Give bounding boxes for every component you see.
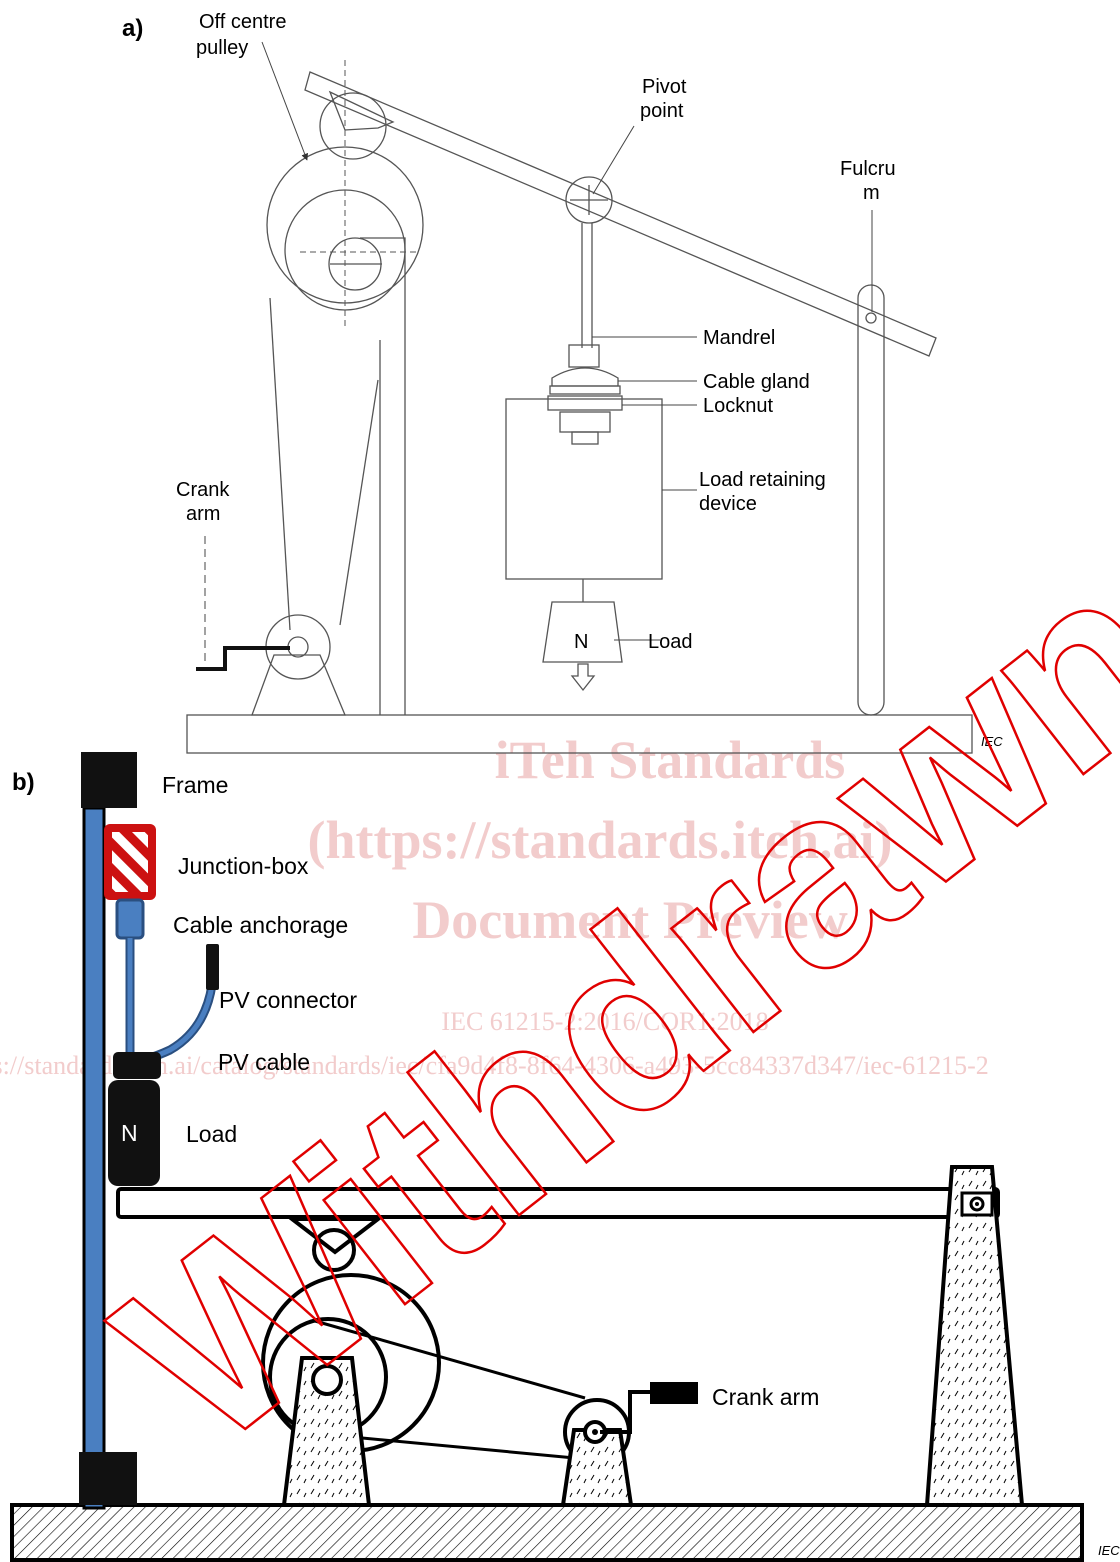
figure-a-part-label: a) — [122, 15, 143, 42]
crank-stand — [251, 654, 346, 716]
load-weight-b — [108, 1080, 160, 1186]
off-centre-pulley-label-2: pulley — [196, 37, 248, 59]
crank-arm-label-2: arm — [186, 503, 220, 525]
watermark-standard: IEC 61215-2:2016/COR1:2018 — [441, 1007, 768, 1036]
frame-column — [82, 806, 106, 1510]
watermark: iTeh Standards (https://standards.iteh.a… — [0, 730, 989, 1080]
figure-b: b) N — [10, 752, 1120, 1562]
mandrel — [568, 344, 600, 368]
cable-anchorage — [115, 898, 145, 940]
diagonal-tie — [269, 297, 291, 631]
load-symbol-b: N — [121, 1120, 138, 1146]
pv-cable-label: PV cable — [218, 1049, 310, 1075]
ground-base — [10, 1503, 1084, 1562]
fulcrum-label-1: Fulcru — [840, 158, 896, 180]
load-direction-arrow — [570, 663, 596, 692]
locknut — [547, 395, 623, 411]
load-symbol-a: N — [574, 631, 588, 653]
watermark-line3: Document Preview — [412, 890, 847, 950]
load-retaining-label-1: Load retaining — [699, 469, 826, 491]
pv-connector — [206, 944, 219, 990]
crank-arm-label-b: Crank arm — [712, 1384, 819, 1410]
junction-box-label: Junction-box — [178, 853, 309, 879]
left-stand — [281, 1356, 372, 1507]
crank-grip — [650, 1382, 698, 1404]
pivot-point-label-2: point — [640, 100, 684, 122]
crank-handle-b — [600, 1390, 652, 1434]
figure-b-credit: IEC — [1098, 1543, 1120, 1558]
crank-handle — [196, 646, 290, 671]
base-plate — [186, 714, 973, 754]
frame-bottom-block — [79, 1452, 137, 1505]
locknut-label: Locknut — [703, 395, 773, 417]
follower-roller-b — [312, 1228, 356, 1272]
load-weight — [542, 601, 623, 663]
main-post — [360, 237, 406, 715]
right-stand — [924, 1165, 1025, 1507]
frame-label: Frame — [162, 772, 228, 798]
lever-arm — [116, 1187, 1000, 1219]
pivot-point-label-1: Pivot — [642, 76, 687, 98]
pv-connector-label: PV connector — [219, 987, 357, 1013]
load-label-a: Load — [648, 631, 693, 653]
cam-wedge-b — [286, 1217, 384, 1255]
figure-a-credit: IEC — [981, 734, 1003, 749]
frame-top-block — [81, 752, 137, 808]
fulcrum-label-2: m — [863, 182, 880, 204]
lever-beam — [304, 71, 937, 357]
pivot-point — [565, 176, 613, 224]
crank-arm-label-1: Crank — [176, 479, 230, 501]
watermark-line1: iTeh Standards — [495, 730, 846, 790]
watermark-line2: (https://standards.iteh.ai) — [307, 810, 892, 870]
left-axle — [311, 1364, 343, 1396]
cable-anchorage-label: Cable anchorage — [173, 912, 348, 938]
cable-clamp — [113, 1052, 161, 1079]
off-centre-pulley-label-1: Off centre — [199, 11, 286, 33]
cable-gland — [551, 367, 619, 387]
load-retaining-label-2: device — [699, 493, 757, 515]
load-retaining-device — [505, 398, 663, 580]
mandrel-label: Mandrel — [703, 327, 775, 349]
follower-roller — [319, 92, 387, 160]
fulcrum-post — [857, 284, 885, 716]
drive-belt-top — [314, 1319, 586, 1400]
load-label-b: Load — [186, 1121, 237, 1147]
pv-cable — [125, 938, 217, 1065]
drive-belt-bottom — [319, 1432, 597, 1462]
figure-a: a) — [122, 11, 1003, 754]
figure-b-part-label: b) — [12, 769, 35, 796]
cable-gland-label: Cable gland — [703, 371, 810, 393]
cam-wedge — [328, 90, 395, 131]
